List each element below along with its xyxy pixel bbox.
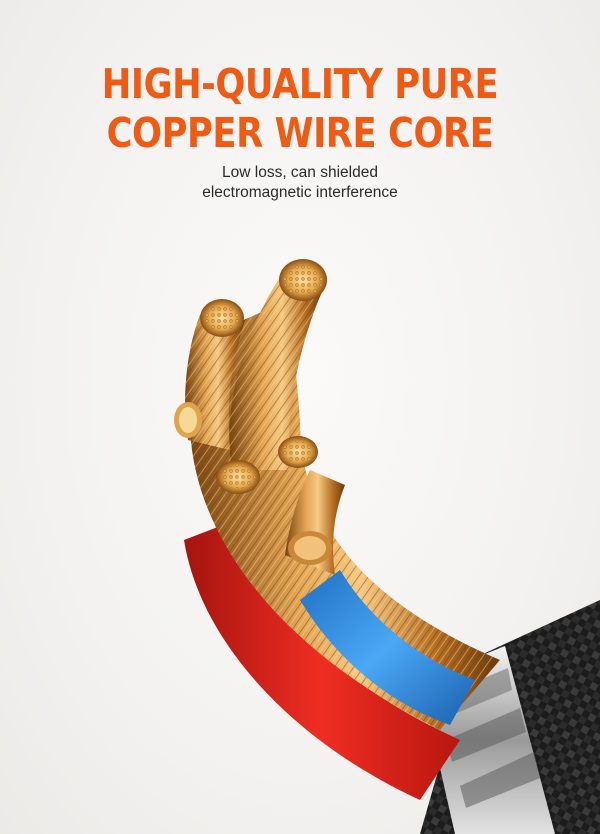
strand-ends — [174, 259, 332, 565]
subtitle-line-1: Low loss, can shielded — [222, 164, 378, 181]
subtitle-line-2: electromagnetic interference — [202, 184, 398, 201]
headline-line-1: HIGH-QUALITY PURE — [101, 60, 499, 108]
blue-wire — [300, 570, 475, 725]
headline-line-2: COPPER WIRE CORE — [106, 109, 494, 157]
red-wire — [184, 520, 460, 800]
